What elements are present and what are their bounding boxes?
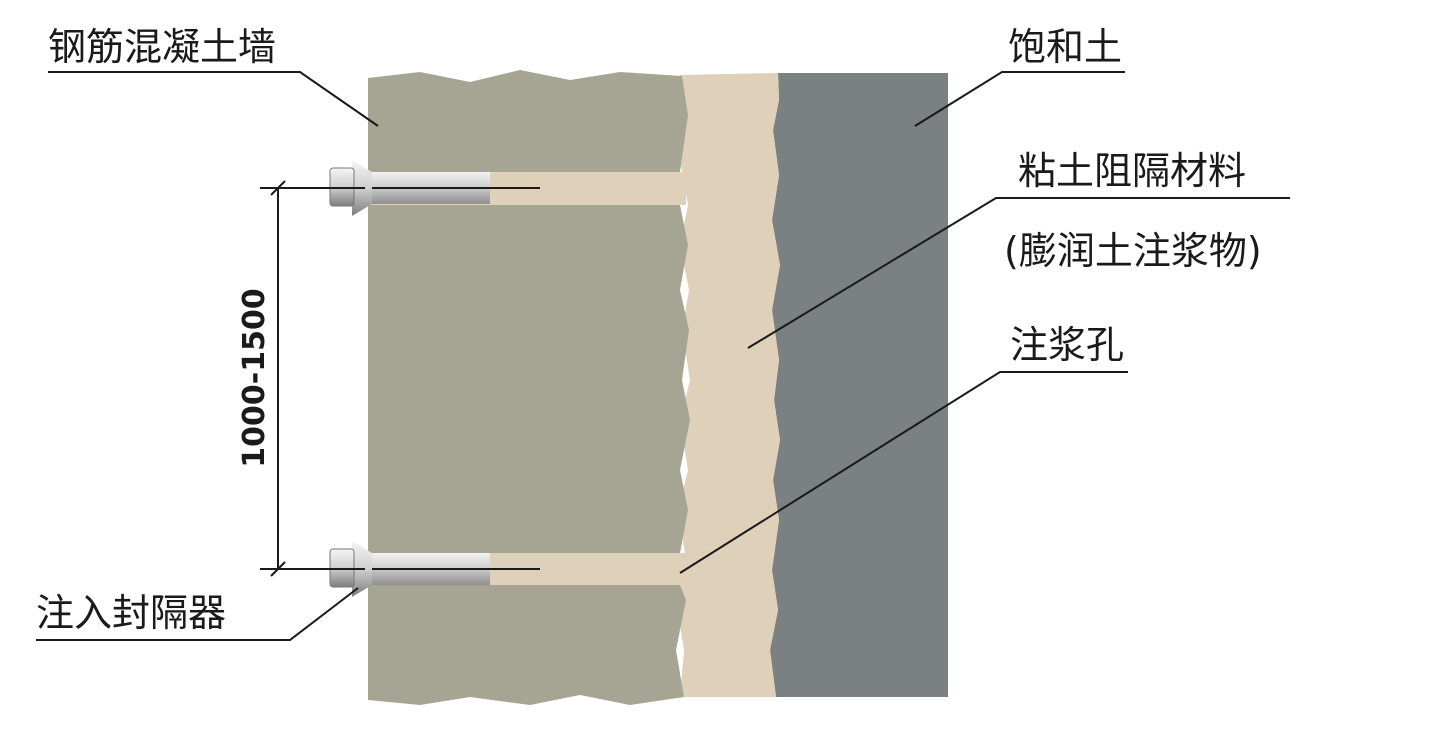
wall-leader [48,71,379,127]
concrete-wall-bottom [368,585,686,705]
grout-hole-label: 注浆孔 [1010,323,1124,367]
injection-packer-bottom [329,541,540,597]
saturated-soil-label: 饱和土 [1008,25,1122,69]
clay-barrier-region [676,73,780,697]
spacing-dimension-label: 1000-1500 [237,288,272,467]
clay-barrier-label-line1: 粘土阻隔材料 [1018,149,1246,193]
saturated-soil-leader [914,71,1125,127]
packer-leader [36,587,359,641]
injection-packer-label: 注入封隔器 [36,591,226,635]
grout-hole-leader [679,371,1128,574]
clay-barrier-leader [747,197,1290,349]
concrete-wall-top [368,70,688,172]
concrete-wall-middle [368,205,690,553]
spacing-dimension: 1000-1500 [237,180,365,577]
saturated-soil-region [770,73,948,697]
clay-barrier-label-line2: (膨润土注浆物) [1004,229,1262,273]
wall-label: 钢筋混凝土墙 [48,25,276,69]
